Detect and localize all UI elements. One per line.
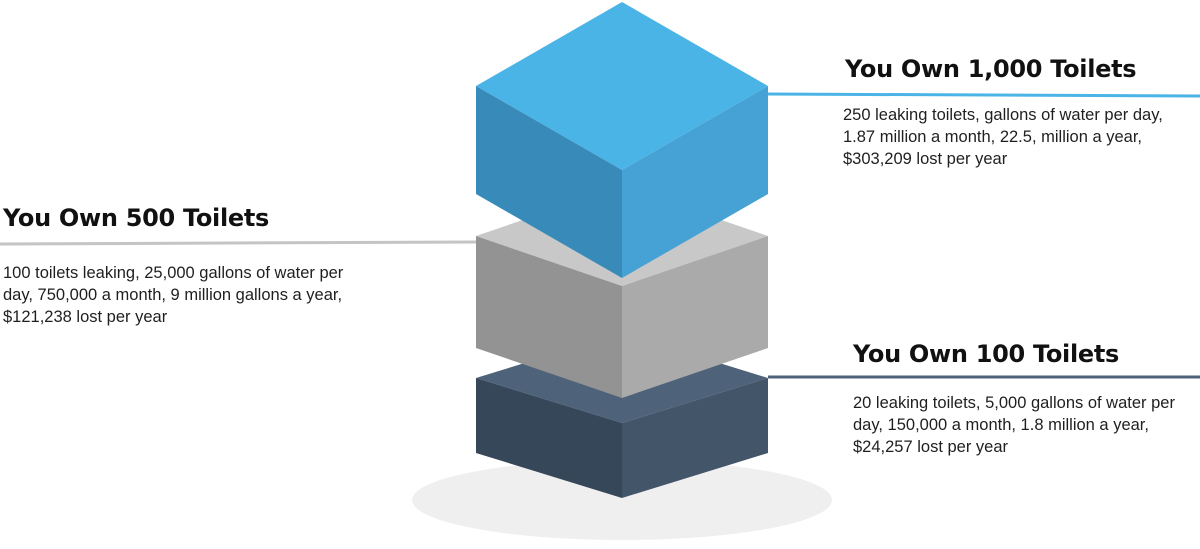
block-1000-toilets: [476, 2, 768, 278]
tier-1000-description: 250 leaking toilets, gallons of water pe…: [843, 106, 1163, 168]
stack-shadow: [412, 460, 832, 540]
block-500-right: [622, 236, 768, 398]
tier-100-description: 20 leaking toilets, 5,000 gallons of wat…: [853, 394, 1175, 456]
block-500-left: [476, 236, 622, 398]
block-1000-left: [476, 86, 622, 278]
block-100-right: [622, 378, 768, 498]
leader-line-1000: [767, 92, 1200, 98]
tier-500-title: You Own 500 Toilets: [3, 204, 270, 232]
block-1000-right: [622, 86, 768, 278]
tier-1000-title: You Own 1,000 Toilets: [845, 55, 1137, 83]
leader-line-500: [0, 240, 477, 246]
tier-500-description: 100 toilets leaking, 25,000 gallons of w…: [3, 264, 344, 326]
tier-100-title: You Own 100 Toilets: [853, 340, 1120, 368]
block-100-left: [476, 378, 622, 498]
